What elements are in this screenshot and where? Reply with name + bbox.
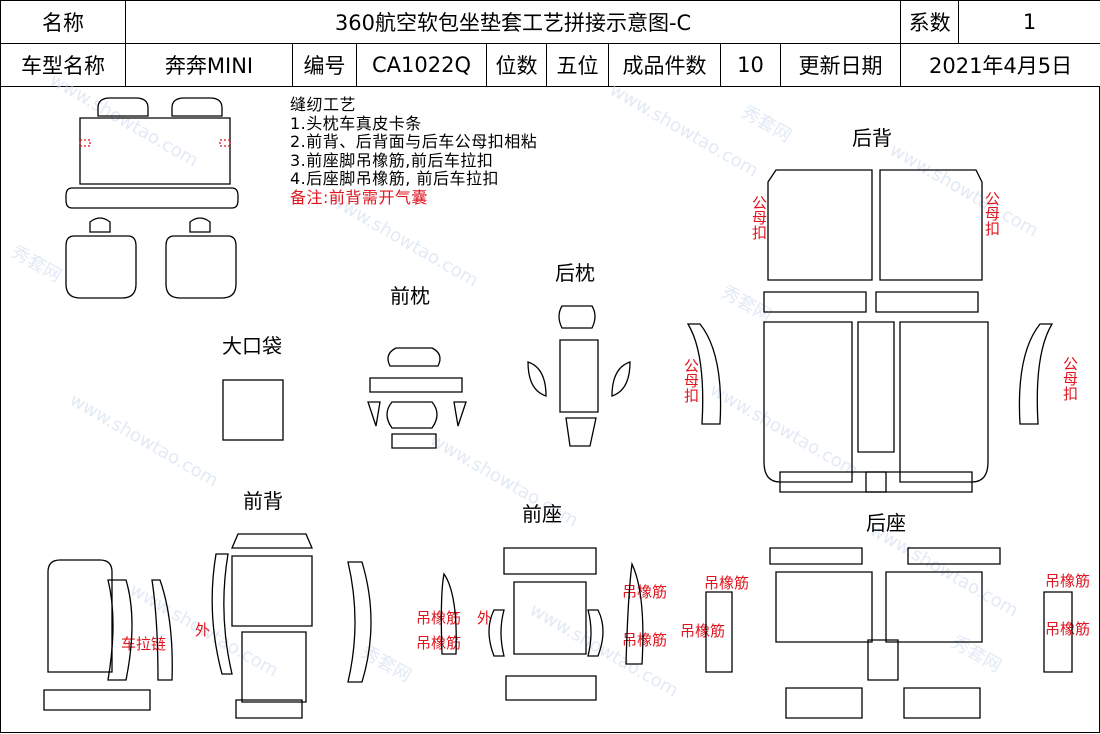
notes-remark: 备注:前背需开气囊	[290, 187, 428, 207]
callout-outer: 外	[477, 609, 493, 627]
seat-overview-illustration	[65, 97, 239, 299]
callout-outer: 外	[195, 621, 211, 639]
callout-elastic: 吊橡筋	[622, 583, 668, 601]
sewing-notes: 缝纫工艺 1.头枕车真皮卡条 2.前背、后背面与后车公母扣相粘 3.前座脚吊橡筋…	[290, 95, 538, 207]
model-label: 车型名称	[0, 43, 126, 87]
callout-male-female: 公母扣	[750, 195, 768, 240]
callout-male-female: 公母扣	[983, 191, 1001, 236]
callout-elastic: 吊橡筋	[622, 631, 668, 649]
pieces-label: 成品件数	[608, 43, 721, 87]
date-label: 更新日期	[779, 43, 902, 87]
front-back-pieces	[43, 533, 372, 719]
code-label: 编号	[292, 43, 357, 87]
sheet-title: 360航空软包坐垫套工艺拼接示意图-C	[124, 0, 902, 44]
front-pillow-pieces	[367, 347, 467, 449]
notes-title: 缝纫工艺	[290, 95, 357, 114]
label-rear-seat: 后座	[866, 511, 906, 535]
label-pocket: 大口袋	[222, 334, 282, 358]
date-value: 2021年4月5日	[900, 43, 1100, 87]
seats-label: 位数	[486, 43, 547, 87]
rear-pillow-pieces	[527, 305, 631, 447]
label-rear-pillow: 后枕	[555, 261, 595, 285]
label-front-pillow: 前枕	[390, 284, 430, 308]
seats-value: 五位	[546, 43, 609, 87]
label-rear-back: 后背	[852, 126, 892, 150]
pocket-panel	[222, 379, 284, 441]
notes-line: 2.前背、后背面与后车公母扣相粘	[290, 132, 538, 151]
callout-elastic: 吊橡筋	[1045, 620, 1091, 638]
notes-line: 4.后座脚吊橡筋, 前后车拉扣	[290, 169, 499, 188]
notes-line: 1.头枕车真皮卡条	[290, 113, 422, 133]
callout-elastic: 吊橡筋	[1045, 572, 1091, 590]
pieces-value: 10	[720, 43, 781, 87]
callout-elastic: 吊橡筋	[416, 609, 462, 627]
front-seat-pieces	[440, 547, 644, 701]
model-value: 奔奔MINI	[125, 43, 293, 87]
label-front-back: 前背	[243, 489, 283, 513]
name-label: 名称	[0, 0, 126, 44]
callout-elastic: 吊橡筋	[704, 574, 750, 592]
callout-male-female: 公母扣	[1061, 356, 1079, 401]
rear-seat-pieces	[705, 547, 1073, 719]
notes-line: 3.前座脚吊橡筋,前后车拉扣	[290, 150, 494, 170]
callout-elastic: 吊橡筋	[680, 622, 726, 640]
header-table: 名称 360航空软包坐垫套工艺拼接示意图-C 系数 1 车型名称 奔奔MINI …	[0, 0, 1100, 87]
label-front-seat: 前座	[522, 502, 562, 526]
coef-label: 系数	[900, 0, 960, 44]
callout-elastic: 吊橡筋	[416, 634, 462, 652]
callout-zipper: 车拉链	[121, 635, 167, 653]
rear-back-pieces	[686, 169, 1054, 493]
callout-male-female: 公母扣	[682, 358, 700, 403]
